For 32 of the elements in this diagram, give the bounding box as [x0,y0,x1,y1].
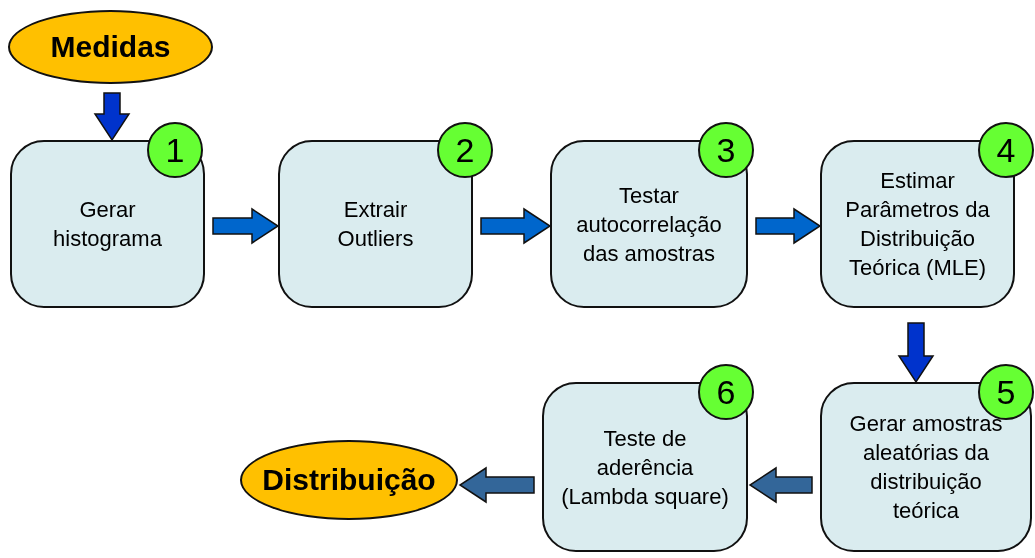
node-label: 4 [996,130,1016,170]
process-box [550,140,748,308]
block-arrow [212,207,280,245]
step-number-circle [147,122,203,178]
node-label: 6 [716,372,736,412]
process-box [820,382,1032,552]
node-label: Extrair Outliers [336,196,415,253]
step-number-circle [978,122,1034,178]
process-box [542,382,748,552]
block-arrow [897,322,935,384]
step-number-circle [698,364,754,420]
node-label: Gerar amostras aleatórias da distribuição teórica [848,410,1004,525]
block-arrow [458,466,535,504]
node-label: 5 [996,372,1016,412]
node-label: Gerar histograma [52,196,163,253]
node-label: Medidas [50,30,171,64]
node-label: 2 [455,130,475,170]
node-label: Estimar Parâmetros da Distribuição Teórica (MLE) [844,167,991,282]
step-number-circle [698,122,754,178]
process-box [10,140,205,308]
block-arrow [748,466,813,504]
block-arrow [480,207,552,245]
block-arrow [755,207,822,245]
block-arrow [93,92,131,142]
node-label: Testar autocorrelação das amostras [575,181,723,268]
step-number-circle [437,122,493,178]
process-box [820,140,1015,308]
node-label: Teste de aderência (Lambda square) [560,424,730,511]
node-label: 1 [165,130,185,170]
node-label: 3 [716,130,736,170]
node-label: Distribuição [262,463,436,497]
process-box [278,140,473,308]
